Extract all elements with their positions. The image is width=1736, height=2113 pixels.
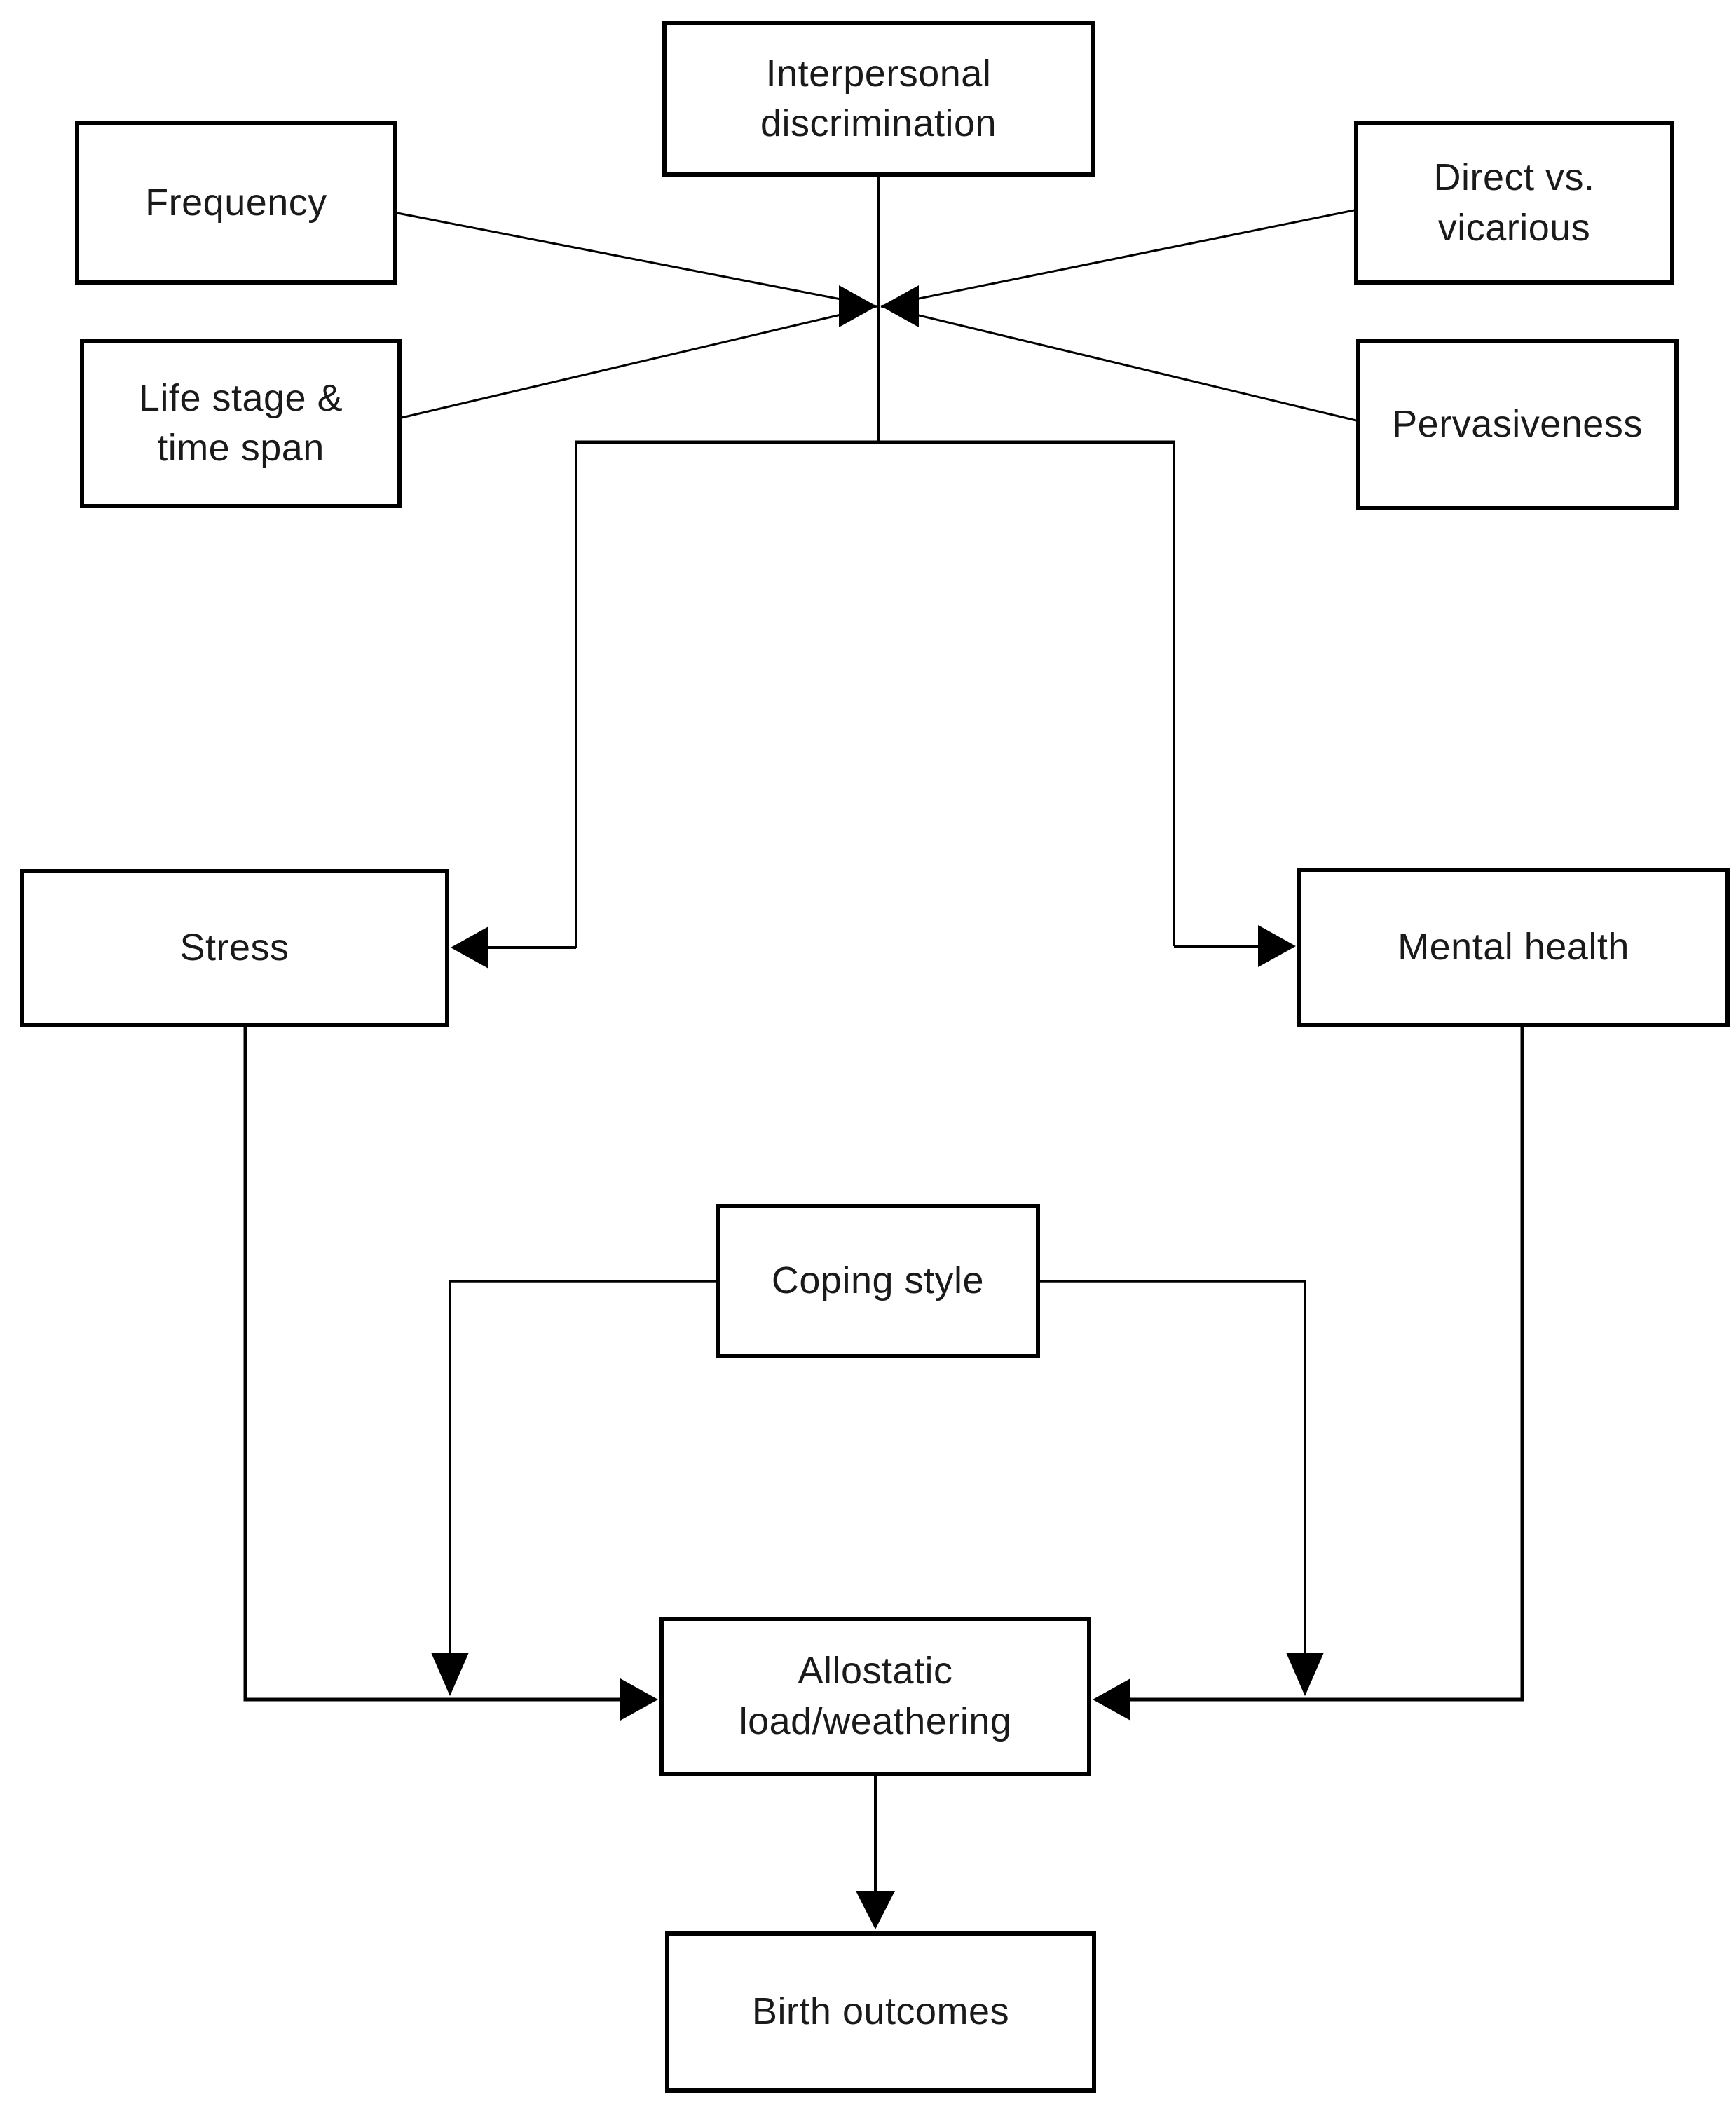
node-birth-outcomes: Birth outcomes — [665, 1931, 1096, 2093]
node-coping-style-label: Coping style — [771, 1259, 985, 1302]
edge-life-stage-to-junction-line — [401, 305, 877, 419]
node-coping-style: Coping style — [716, 1204, 1040, 1358]
birth-outcomes-arrowhead-icon — [856, 1891, 895, 1929]
node-pervasiveness: Pervasiveness — [1356, 339, 1679, 510]
coping-right-arrowhead-icon — [1286, 1653, 1324, 1696]
node-life-stage-time-span: Life stage & time span — [80, 339, 402, 508]
node-interpersonal-discrimination-label: Interpersonal discrimination — [760, 52, 997, 144]
allostatic-right-arrowhead-icon — [1093, 1678, 1130, 1721]
edge-coping-right-line — [1040, 1280, 1306, 1654]
coping-left-arrowhead-icon — [431, 1653, 469, 1696]
node-mental-health-label: Mental health — [1397, 925, 1629, 968]
edge-mental-health-to-allostatic-line — [1129, 1027, 1524, 1702]
node-interpersonal-discrimination: Interpersonal discrimination — [662, 21, 1095, 177]
stress-arrowhead-icon — [451, 926, 488, 969]
node-stress-label: Stress — [179, 926, 289, 969]
node-direct-vs-vicarious-label: Direct vs. vicarious — [1433, 156, 1595, 249]
node-frequency: Frequency — [75, 121, 397, 285]
edge-stress-to-allostatic-line — [243, 1027, 624, 1702]
node-allostatic-load-weathering-label: Allostatic load/weathering — [739, 1650, 1012, 1742]
node-stress: Stress — [20, 869, 449, 1027]
node-frequency-label: Frequency — [145, 181, 327, 224]
node-life-stage-time-span-label: Life stage & time span — [138, 376, 343, 469]
mental-health-arrowhead-icon — [1258, 925, 1296, 967]
node-birth-outcomes-label: Birth outcomes — [751, 1990, 1010, 2033]
junction-right-arrowhead-icon — [881, 285, 919, 327]
edge-frequency-to-junction-line — [397, 212, 877, 308]
edge-direct-vicarious-to-junction-line — [880, 209, 1355, 308]
node-direct-vs-vicarious: Direct vs. vicarious — [1354, 121, 1674, 285]
node-mental-health: Mental health — [1297, 868, 1730, 1027]
edge-coping-left-line — [449, 1280, 716, 1654]
edge-pervasiveness-to-junction-line — [880, 305, 1357, 422]
node-allostatic-load-weathering: Allostatic load/weathering — [659, 1617, 1091, 1776]
junction-left-arrowhead-icon — [839, 285, 877, 327]
node-pervasiveness-label: Pervasiveness — [1392, 402, 1643, 445]
allostatic-left-arrowhead-icon — [620, 1678, 658, 1721]
